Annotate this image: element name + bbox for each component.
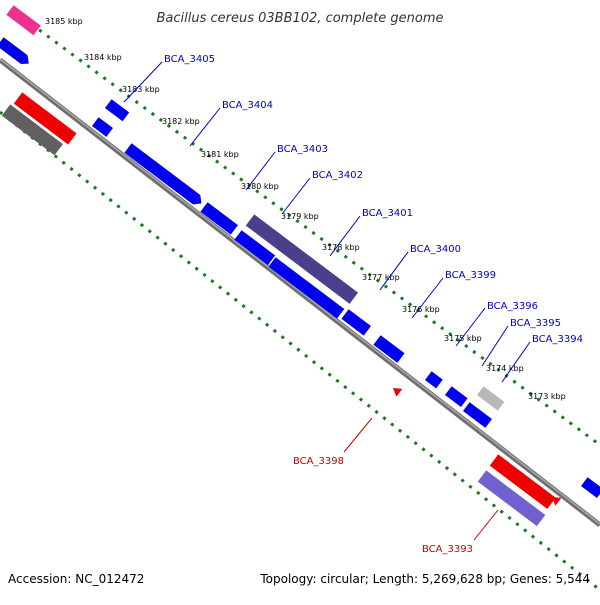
gene-arrowhead <box>20 55 29 65</box>
tick-label: 3181 kbp <box>201 150 239 159</box>
label-leader-line <box>455 307 486 347</box>
gene-feature[interactable] <box>489 454 556 509</box>
gene-label[interactable]: BCA_3402 <box>312 170 363 181</box>
gene-feature[interactable] <box>104 99 130 122</box>
gene-label[interactable]: BCA_3396 <box>487 301 538 312</box>
tick-label: 3175 kbp <box>444 334 482 343</box>
gene-feature[interactable] <box>200 202 238 235</box>
gene-labels: BCA_3405 BCA_3404 BCA_3403 BCA_3402 BCA_… <box>123 54 583 555</box>
gene-label[interactable]: BCA_3399 <box>445 270 496 281</box>
gene-feature[interactable] <box>124 143 201 205</box>
label-leader-line <box>281 177 311 215</box>
accession-text: Accession: NC_012472 <box>8 572 145 586</box>
gene-label[interactable]: BCA_3398 <box>293 456 344 467</box>
gene-label[interactable]: BCA_3393 <box>422 544 473 555</box>
label-leader-line <box>343 417 373 453</box>
tick-label: 3177 kbp <box>362 273 400 282</box>
tick-label: 3174 kbp <box>486 364 524 373</box>
gene-label[interactable]: BCA_3395 <box>510 318 561 329</box>
label-leader-line <box>501 341 531 383</box>
map-title: Bacillus cereus 03BB102, complete genome <box>156 11 443 26</box>
gene-label[interactable]: BCA_3403 <box>277 144 328 155</box>
genome-backbone-highlight <box>0 58 600 525</box>
gene-feature[interactable] <box>444 386 468 408</box>
gene-feature[interactable] <box>0 37 28 65</box>
gene-feature[interactable] <box>477 470 546 527</box>
label-leader-line <box>123 61 163 103</box>
gene-feature[interactable] <box>390 384 403 397</box>
gene-feature[interactable] <box>91 117 113 137</box>
gene-feature[interactable] <box>580 477 600 499</box>
gene-feature[interactable] <box>234 230 276 266</box>
tick-track-upper <box>14 10 600 447</box>
tick-label: 3185 kbp <box>45 17 83 26</box>
gene-feature[interactable] <box>549 493 562 506</box>
tick-label: 3179 kbp <box>281 212 319 221</box>
tick-label: 3180 kbp <box>241 182 279 191</box>
tick-label: 3173 kbp <box>528 392 566 401</box>
gene-label[interactable]: BCA_3394 <box>532 334 583 345</box>
tick-label: 3176 kbp <box>402 305 440 314</box>
gene-feature[interactable] <box>13 92 77 145</box>
gene-label[interactable]: BCA_3404 <box>222 100 273 111</box>
gene-label[interactable]: BCA_3400 <box>410 244 461 255</box>
gene-arrowhead <box>193 194 202 205</box>
genome-summary-text: Topology: circular; Length: 5,269,628 bp… <box>260 572 590 586</box>
tick-label: 3182 kbp <box>162 117 200 126</box>
gene-label[interactable]: BCA_3401 <box>362 208 413 219</box>
gene-feature[interactable] <box>373 335 405 363</box>
tick-label: 3178 kbp <box>322 243 360 252</box>
genome-backbone <box>0 58 600 527</box>
label-leader-line <box>379 251 409 291</box>
gene-feature[interactable] <box>268 257 345 319</box>
label-leader-line <box>473 509 499 541</box>
gene-feature[interactable] <box>1 104 63 156</box>
tick-label: 3184 kbp <box>84 53 122 62</box>
tick-label: 3183 kbp <box>122 85 160 94</box>
label-leader-line <box>481 325 509 367</box>
label-leader-line <box>329 215 361 257</box>
label-leader-line <box>245 151 276 191</box>
gene-features <box>0 5 600 527</box>
gene-feature[interactable] <box>424 371 443 389</box>
gene-feature[interactable] <box>462 402 492 428</box>
gene-feature[interactable] <box>245 214 359 304</box>
label-leader-line <box>189 107 221 147</box>
gene-label[interactable]: BCA_3405 <box>164 54 215 65</box>
gene-feature[interactable] <box>476 386 505 411</box>
tick-labels: 3185 kbp 3184 kbp 3183 kbp 3182 kbp 3181… <box>45 17 566 401</box>
gene-feature[interactable] <box>6 5 41 36</box>
gene-feature[interactable] <box>341 309 371 336</box>
label-leader-line <box>411 277 444 319</box>
tick-track-lower <box>0 110 600 592</box>
